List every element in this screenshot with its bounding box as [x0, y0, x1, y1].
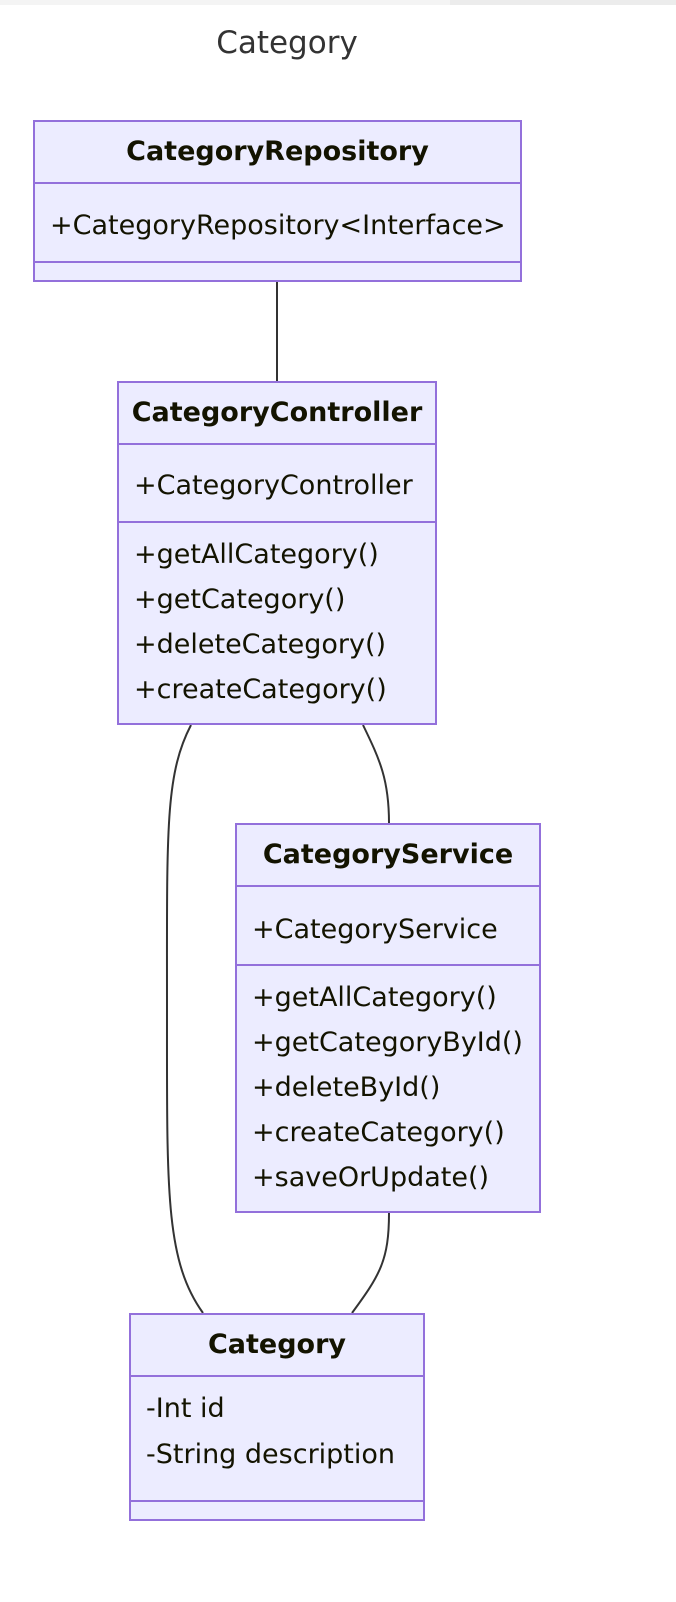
divider — [35, 261, 520, 263]
method: +createCategory() — [134, 674, 387, 705]
attribute: +CategoryRepository<Interface> — [50, 210, 506, 241]
top-bar-segment — [450, 0, 676, 5]
class-name: CategoryService — [262, 839, 514, 870]
class-category[interactable]: Category -Int id -String description — [129, 1313, 425, 1521]
top-bar — [0, 0, 676, 5]
class-category-controller[interactable]: CategoryController +CategoryController +… — [117, 381, 437, 725]
divider — [119, 443, 435, 445]
method: +getCategory() — [134, 584, 346, 615]
class-name: CategoryController — [131, 397, 423, 428]
divider — [237, 964, 539, 966]
diagram-title: Category — [216, 25, 358, 61]
class-name: CategoryRepository — [126, 136, 429, 167]
edge-controller-category — [165, 724, 204, 1314]
method: +saveOrUpdate() — [252, 1162, 490, 1193]
method: +getAllCategory() — [252, 982, 497, 1013]
attribute: +CategoryController — [134, 470, 413, 501]
divider — [119, 521, 435, 523]
divider — [237, 885, 539, 887]
class-category-service[interactable]: CategoryService +CategoryService +getAll… — [235, 823, 541, 1213]
class-category-repository[interactable]: CategoryRepository +CategoryRepository<I… — [33, 120, 522, 282]
attribute: -String description — [146, 1439, 396, 1470]
class-name: Category — [207, 1329, 347, 1360]
method: +deleteCategory() — [134, 629, 387, 660]
method: +deleteById() — [252, 1072, 441, 1103]
method: +getCategoryById() — [252, 1027, 523, 1058]
divider — [131, 1375, 423, 1377]
attribute: +CategoryService — [252, 914, 498, 945]
edge-controller-service — [362, 724, 390, 824]
attribute: -Int id — [146, 1393, 225, 1424]
method: +createCategory() — [252, 1117, 505, 1148]
method: +getAllCategory() — [134, 539, 379, 570]
edge-service-category — [351, 1212, 390, 1314]
divider — [131, 1500, 423, 1502]
divider — [35, 182, 520, 184]
